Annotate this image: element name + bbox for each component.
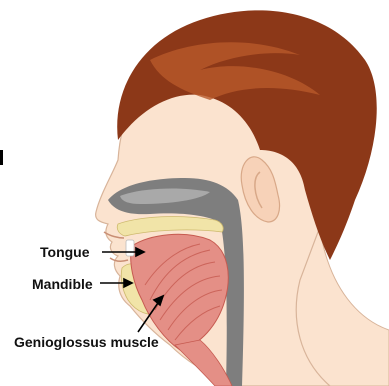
teeth [126, 240, 134, 256]
tongue-label: Tongue [40, 244, 90, 260]
edge-marker [0, 150, 3, 165]
mandible-label: Mandible [32, 276, 93, 292]
genioglossus-label: Genioglossus muscle [14, 334, 159, 350]
